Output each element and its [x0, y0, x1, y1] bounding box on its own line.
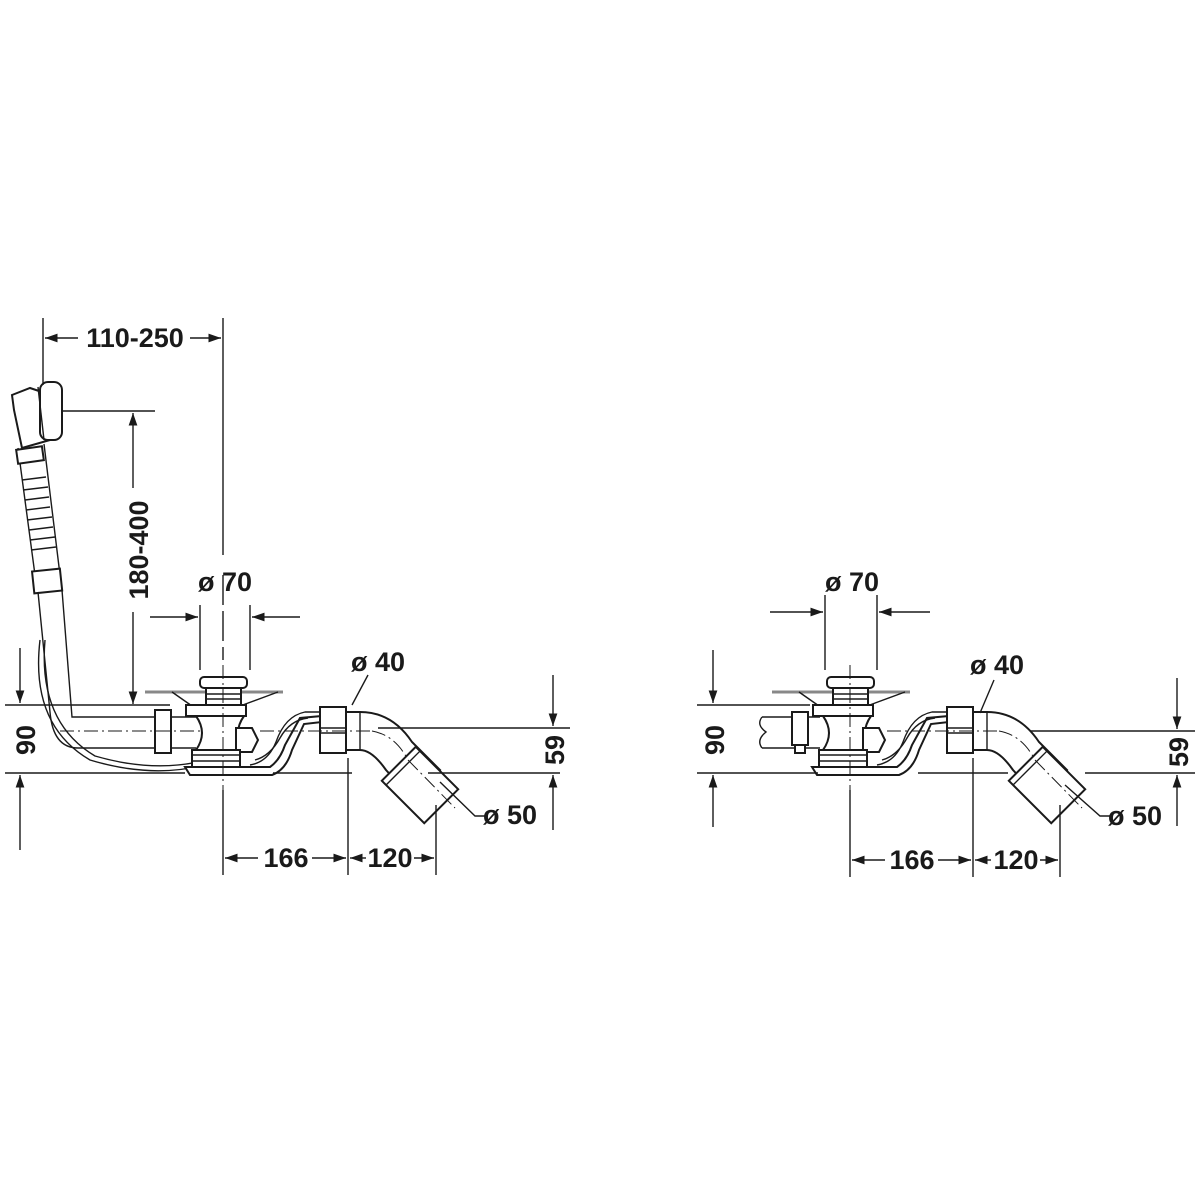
pipe-diameter-label: ø 40 — [970, 650, 1024, 680]
drain-to-elbow-label: 166 — [889, 845, 934, 875]
overflow-height-label: 180-400 — [124, 500, 154, 599]
drain-to-elbow-label: 166 — [263, 843, 308, 873]
right-drawing: ø 70 ø 40 ø 50 90 59 166 120 — [697, 567, 1195, 877]
outlet-diameter-label: ø 50 — [483, 800, 537, 830]
overflow-head — [10, 381, 155, 450]
elbow-to-outlet-label: 120 — [367, 843, 412, 873]
stub-pipe — [759, 711, 820, 754]
drain-diameter-label: ø 70 — [198, 567, 252, 597]
overflow-pipe — [15, 443, 201, 772]
outlet-height-label: 59 — [540, 735, 570, 765]
drain-diameter-label: ø 70 — [825, 567, 879, 597]
dimension-lines — [5, 318, 570, 875]
overflow-offset-label: 110-250 — [86, 323, 184, 353]
total-height-label: 90 — [700, 725, 730, 755]
elbow-to-outlet-label: 120 — [993, 845, 1038, 875]
drain-and-elbow-fitting — [143, 663, 460, 825]
pipe-diameter-label: ø 40 — [351, 647, 405, 677]
outlet-height-label: 59 — [1164, 737, 1194, 767]
left-drawing: 110-250 180-400 ø 70 ø 40 ø 50 90 59 166… — [5, 318, 570, 875]
dimension-lines — [697, 595, 1195, 877]
outlet-diameter-label: ø 50 — [1108, 801, 1162, 831]
drain-and-elbow-fitting — [770, 663, 1087, 825]
total-height-label: 90 — [11, 725, 41, 755]
